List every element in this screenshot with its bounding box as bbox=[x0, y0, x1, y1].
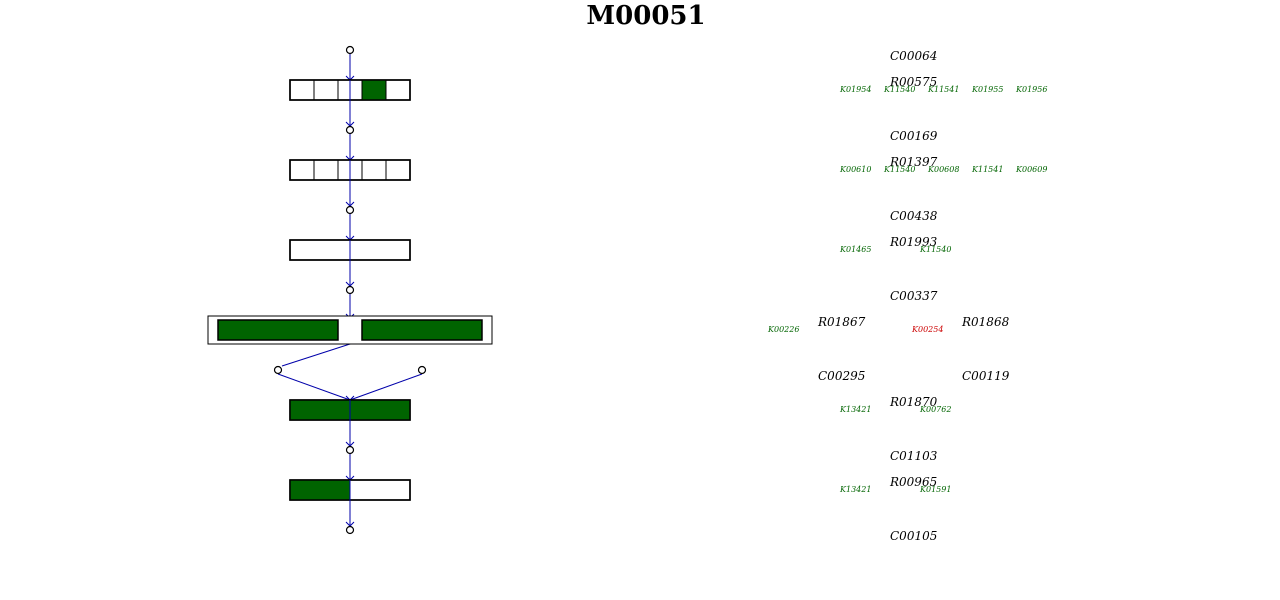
ko-row-1: K00610 K11540 K00608 K11541 K00609 bbox=[839, 165, 1047, 174]
module-title: M00051 bbox=[586, 1, 705, 31]
reaction-label-r00965: R00965 bbox=[889, 475, 937, 489]
compound-label-c00337: C00337 bbox=[890, 289, 938, 303]
reaction-label-r01397: R01397 bbox=[889, 155, 938, 169]
ko-label[interactable]: K00610 bbox=[839, 165, 871, 174]
ko-label[interactable]: K01591 bbox=[919, 485, 951, 494]
reaction-label-r01993: R01993 bbox=[889, 235, 938, 249]
compound-label-c01103: C01103 bbox=[890, 449, 938, 463]
ko-row-2: K01465 K11540 bbox=[839, 245, 951, 254]
compound-label-c00119: C00119 bbox=[962, 369, 1010, 383]
compound-node[interactable] bbox=[345, 45, 355, 55]
ko-label[interactable]: K01954 bbox=[839, 85, 871, 94]
reaction-box-step-4[interactable] bbox=[207, 315, 493, 345]
compound-label-c00295: C00295 bbox=[818, 369, 865, 383]
ko-row-3: K00226 K00254 bbox=[767, 325, 943, 334]
ko-label[interactable]: K01955 bbox=[971, 85, 1003, 94]
ko-label[interactable]: K00762 bbox=[919, 405, 951, 414]
compound-label-c00169: C00169 bbox=[890, 129, 938, 143]
ko-row-5: K13421 K01591 bbox=[839, 485, 951, 494]
ko-label[interactable]: K13421 bbox=[839, 405, 871, 414]
reaction-box-fill bbox=[290, 480, 350, 500]
ko-label[interactable]: K13421 bbox=[839, 485, 871, 494]
reaction-box-fill bbox=[362, 80, 386, 100]
pathway-edge bbox=[277, 373, 351, 401]
compound-node[interactable] bbox=[345, 205, 355, 215]
reaction-label-r01870: R01870 bbox=[889, 395, 938, 409]
ko-label[interactable]: K01956 bbox=[1015, 85, 1047, 94]
ko-label[interactable]: K11540 bbox=[883, 165, 915, 174]
ko-label[interactable]: K00609 bbox=[1015, 165, 1047, 174]
ko-label[interactable]: K11541 bbox=[927, 85, 959, 94]
ko-label[interactable]: K00608 bbox=[927, 165, 959, 174]
ko-label[interactable]: K00226 bbox=[767, 325, 799, 334]
pathway-schematic bbox=[207, 45, 493, 535]
ko-row-4: K13421 K00762 bbox=[839, 405, 951, 414]
compound-label-c00438: C00438 bbox=[890, 209, 938, 223]
pathway-edge bbox=[349, 373, 423, 401]
pathway-edge bbox=[281, 343, 351, 367]
compound-node[interactable] bbox=[273, 365, 283, 375]
compound-label-c00105: C00105 bbox=[890, 529, 937, 543]
compound-node[interactable] bbox=[345, 445, 355, 455]
reaction-label-r00575: R00575 bbox=[889, 75, 937, 89]
reaction-label-r01868: R01868 bbox=[961, 315, 1010, 329]
compound-node[interactable] bbox=[345, 525, 355, 535]
ko-row-0: K01954 K11540 K11541 K01955 K01956 bbox=[839, 85, 1047, 94]
compound-node[interactable] bbox=[417, 365, 427, 375]
compound-node[interactable] bbox=[345, 285, 355, 295]
ko-label[interactable]: K11541 bbox=[971, 165, 1003, 174]
ko-label[interactable]: K11540 bbox=[919, 245, 951, 254]
reaction-label-r01867: R01867 bbox=[817, 315, 866, 329]
ko-label[interactable]: K00254 bbox=[911, 325, 943, 334]
ko-label[interactable]: K11540 bbox=[883, 85, 915, 94]
reaction-subbox bbox=[217, 319, 339, 341]
compound-label-c00064: C00064 bbox=[890, 49, 937, 63]
compound-node[interactable] bbox=[345, 125, 355, 135]
ko-label[interactable]: K01465 bbox=[839, 245, 871, 254]
reaction-subbox bbox=[361, 319, 483, 341]
